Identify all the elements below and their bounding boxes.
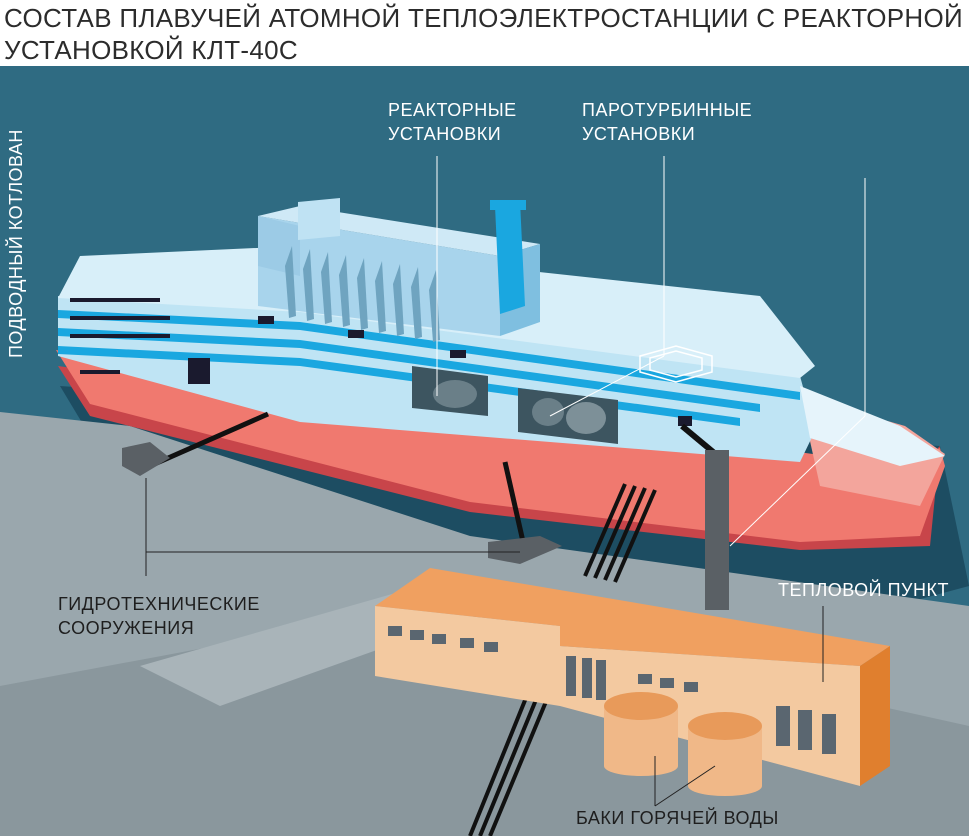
- underwater-pit-label: ПОДВОДНЫЙ КОТЛОВАН: [6, 98, 36, 358]
- bridge-block: [258, 216, 300, 276]
- reactor-units-label-line-1: РЕАКТОРНЫЕ: [388, 100, 517, 120]
- mooring-line-2: [502, 461, 527, 547]
- building-windows: [388, 626, 836, 754]
- building-side: [860, 646, 890, 786]
- hydro-structures-label-line-2: СООРУЖЕНИЯ: [58, 618, 195, 638]
- building-top: [375, 568, 890, 666]
- stripe-3: [58, 346, 740, 426]
- leader-lines: [436, 156, 866, 547]
- infographic-title: СОСТАВ ПЛАВУЧЕЙ АТОМНОЙ ТЕПЛОЭЛЕКТРОСТАН…: [4, 2, 964, 66]
- title-line-2: УСТАНОВКОЙ КЛТ-40С: [4, 35, 298, 65]
- vent-grilles: [285, 246, 440, 342]
- underground-cables: [468, 687, 552, 836]
- underwater-pit-label-text: ПОДВОДНЫЙ КОТЛОВАН: [6, 129, 26, 358]
- bow-deck: [800, 386, 945, 466]
- hot-water-tanks: [604, 692, 762, 796]
- hydro-structures-label: ГИДРОТЕХНИЧЕСКИЕ СООРУЖЕНИЯ: [58, 592, 260, 640]
- steam-turbine-units-label-line-1: ПАРОТУРБИННЫЕ: [582, 100, 753, 120]
- portholes: [70, 298, 692, 426]
- hot-water-tanks-label: БАКИ ГОРЯЧЕЙ ВОДЫ: [576, 806, 779, 830]
- title-line-1: СОСТАВ ПЛАВУЧЕЙ АТОМНОЙ ТЕПЛОЭЛЕКТРОСТАН…: [4, 3, 964, 33]
- mooring-line-1: [148, 411, 270, 469]
- heat-point-label-text: ТЕПЛОВОЙ ПУНКТ: [778, 580, 949, 600]
- steam-turbine-units-label-line-2: УСТАНОВКИ: [582, 124, 696, 144]
- shore-cables: [583, 483, 657, 583]
- mast-block: [298, 198, 340, 240]
- mooring-block-1: [122, 442, 170, 476]
- reactor-units-label-line-2: УСТАНОВКИ: [388, 124, 502, 144]
- steam-turbine-units-label: ПАРОТУРБИННЫЕ УСТАНОВКИ: [582, 98, 752, 146]
- hot-water-tanks-label-text: БАКИ ГОРЯЧЕЙ ВОДЫ: [576, 808, 779, 828]
- leader-lines-dark: [145, 478, 824, 807]
- hydro-structures-label-line-1: ГИДРОТЕХНИЧЕСКИЕ: [58, 594, 260, 614]
- reactor-units-label: РЕАКТОРНЫЕ УСТАНОВКИ: [388, 98, 517, 146]
- turbine-1: [532, 398, 564, 426]
- mooring-block-2: [488, 536, 562, 564]
- pipe-column: [705, 450, 729, 610]
- helipad: [639, 345, 713, 383]
- turbine-2: [566, 402, 606, 434]
- reactor-vessel: [433, 380, 477, 408]
- funnel: [495, 201, 525, 314]
- floating-plant-illustration: [0, 66, 969, 836]
- funnel-cap: [490, 200, 526, 210]
- heat-point-label: ТЕПЛОВОЙ ПУНКТ: [778, 578, 949, 602]
